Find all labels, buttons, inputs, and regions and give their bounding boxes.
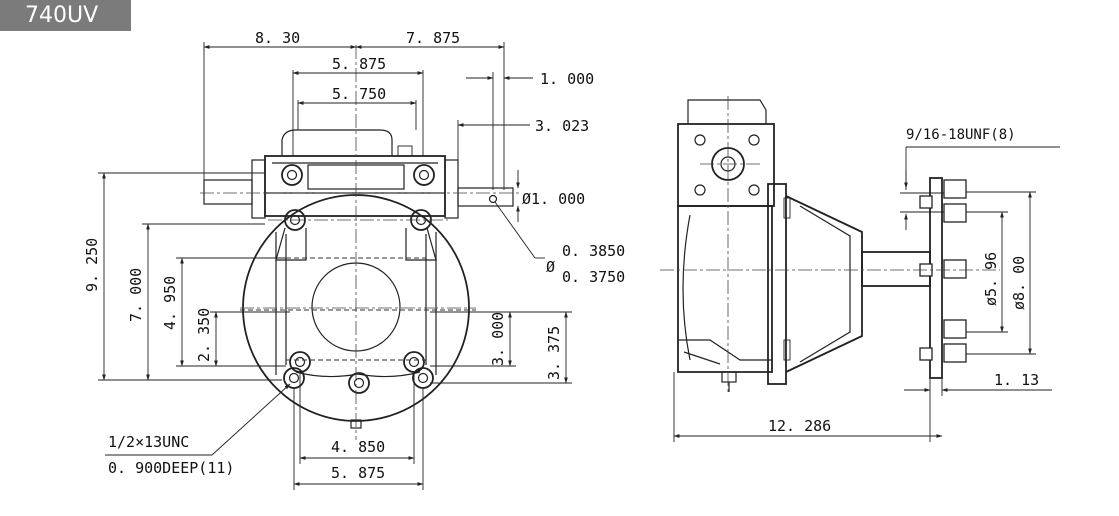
note-thread: 1/2×13UNC [108,433,189,451]
dim-7-875: 7. 875 [406,29,460,47]
flange-nuts [919,179,967,363]
dim-5-750: 5. 750 [332,85,386,103]
dim-9-250: 9. 250 [83,238,101,292]
dim-8-30: 8. 30 [255,29,300,47]
front-view [200,45,520,440]
dim-12-286: 12. 286 [768,417,831,435]
model-badge: 740UV [0,0,131,31]
side-view-dimensions: 9/16-18UNF(8) ø5. 96 ø8. 00 1. 13 12. 28… [673,127,1060,442]
side-view [660,96,1000,392]
dim-3-000: 3. 000 [489,312,507,366]
dim-7-000: 7. 000 [127,268,145,322]
note-depth: 0. 900DEEP(11) [108,459,234,477]
dim-2-350: 2. 350 [195,308,213,362]
dim-5-875-bottom: 5. 875 [331,464,385,482]
front-view-dimensions: 8. 30 7. 875 5. 875 5. 750 1. 000 3. 023… [83,29,625,490]
dim-0-3850: 0. 3850 [562,242,625,260]
bolt-bosses [281,164,435,394]
dim-4-850: 4. 850 [331,438,385,456]
dim-1-000: 1. 000 [540,70,594,88]
dim-3-375: 3. 375 [545,326,563,380]
model-label: 740UV [25,3,99,28]
note-unf: 9/16-18UNF(8) [906,127,1016,143]
dim-1-13: 1. 13 [994,371,1039,389]
dim-5-875-top: 5. 875 [332,55,386,73]
dim-keyway-dia: Ø [546,258,555,276]
dim-8-00: ø8. 00 [1010,256,1028,310]
dim-shaft-dia: Ø1. 000 [522,190,585,208]
dim-5-96: ø5. 96 [982,252,1000,306]
dim-3-023: 3. 023 [535,117,589,135]
dim-4-950: 4. 950 [161,276,179,330]
dim-0-3750: 0. 3750 [562,268,625,286]
